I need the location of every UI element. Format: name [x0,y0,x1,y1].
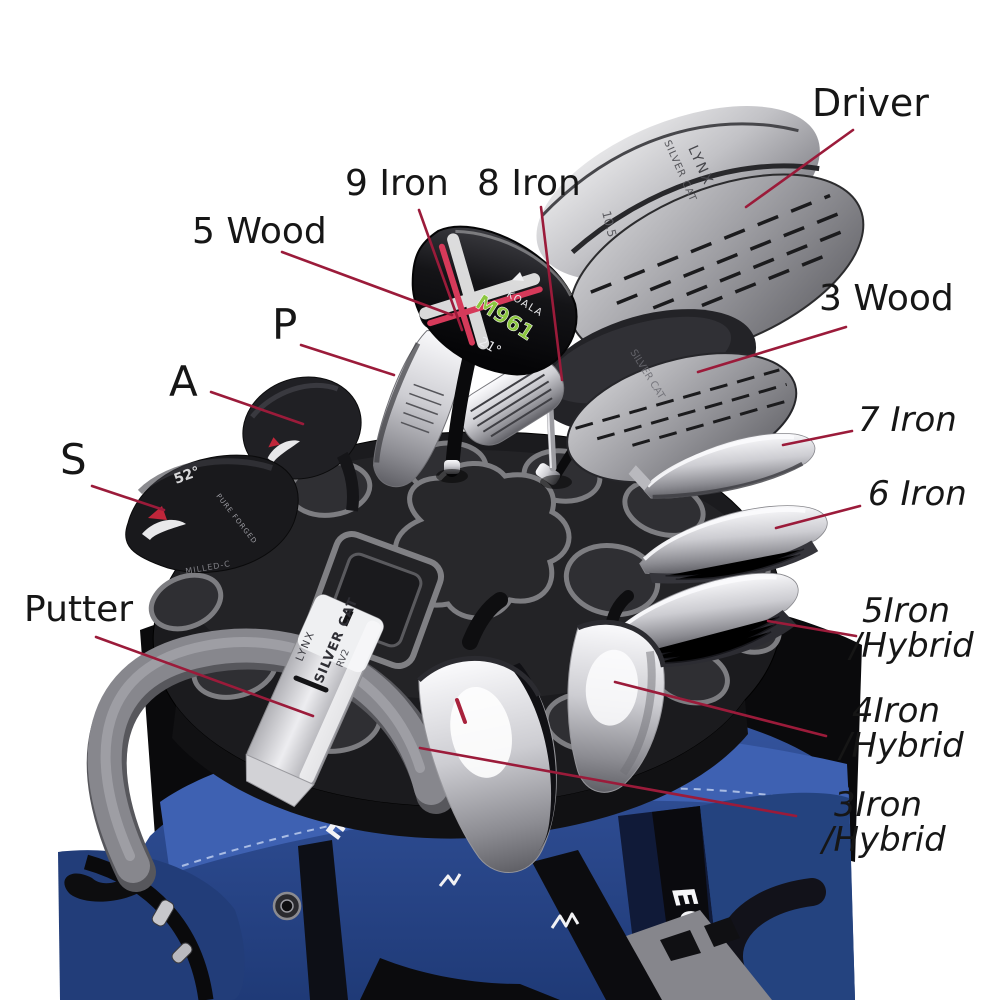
label-text: /Hybrid [822,820,946,861]
label-nine-iron: 9 Iron [345,163,449,204]
koala-logo-icon [512,272,524,281]
zipper-pull [171,942,193,964]
label-putter: Putter [24,589,134,630]
leader-line-four-iron-hybrid [613,680,828,738]
bag-strap [532,850,662,1000]
leader-line-pitching-wedge [299,343,396,377]
label-text: S [60,435,87,484]
bag-handle [86,628,456,892]
leader-line-eight-iron [539,205,564,382]
label-text: Putter [24,589,134,630]
three-hybrid-neck [462,592,508,650]
label-five-iron-hybrid: 5Iron /Hybrid [850,591,974,667]
driver-loft-text: 10.5 [599,209,619,238]
leader-line-seven-iron [781,429,854,447]
eight-iron-head [459,358,565,446]
bag-front-stripe [298,840,348,1000]
leader-line-nine-iron [417,208,464,332]
label-five-wood: 5 Wood [192,211,327,252]
koala-logo-icon [550,912,580,929]
label-text: /Hybrid [850,626,974,667]
pitching-wedge-head [373,330,465,488]
putter-sight-line [293,675,329,693]
label-text: 3Iron [834,785,922,825]
flap-stitch-line [181,787,846,867]
bracket-cutout [660,930,701,961]
label-text: A [169,357,198,406]
label-six-iron: 6 Iron [868,474,967,514]
snap-button [272,891,302,921]
zipper-pull [151,899,175,927]
slot-shadow [436,469,468,483]
label-three-iron-hybrid: 3Iron /Hybrid [822,785,946,861]
label-sand-wedge: S [60,438,87,482]
leader-line-driver [744,128,855,209]
leader-lines [90,128,862,818]
leader-line-six-iron [774,504,862,530]
organizer-front-lip [172,700,748,839]
putter-head [245,594,384,808]
label-text: 4Iron [852,691,940,731]
sand-wedge-head [125,454,299,573]
label-text: P [272,300,298,349]
four-iron-hybrid-head [567,619,666,793]
leader-line-sand-wedge [90,484,166,512]
label-text: 7 Iron [858,400,957,440]
koala-logo-icon [438,873,462,887]
label-three-wood: 3 Wood [819,278,954,319]
label-text: 5Iron [862,591,950,631]
bracket-cutout [704,917,740,947]
leader-line-five-iron-hybrid [766,619,858,638]
label-text: Driver [812,81,929,125]
label-driver: Driver [812,81,929,125]
label-text: 5 Wood [192,211,327,252]
driver-head [536,106,865,361]
label-four-iron-hybrid: 4Iron /Hybrid [840,691,964,767]
label-text: /Hybrid [840,726,964,767]
label-text: 9 Iron [345,163,449,204]
label-text: 8 Iron [477,163,581,204]
leader-line-putter [94,635,315,718]
label-eight-iron: 8 Iron [477,163,581,204]
label-approach-wedge: A [169,360,198,404]
slot-shadow [540,475,572,489]
label-seven-iron: 7 Iron [858,400,957,440]
bag-bottom-shadow [360,958,560,1000]
seven-iron-head [628,433,816,499]
three-iron-hybrid-head [417,656,557,873]
leader-line-approach-wedge [209,390,305,426]
six-iron-head [639,505,828,584]
hybrid-neck [445,348,477,477]
label-pitching-wedge: P [272,303,297,347]
hybrid-red-accent [455,698,467,724]
leader-line-three-iron-hybrid [418,746,798,818]
leader-line-three-wood [696,325,848,374]
leader-line-five-wood [280,250,454,317]
label-text: 3 Wood [819,278,954,319]
label-text: 6 Iron [868,474,967,514]
